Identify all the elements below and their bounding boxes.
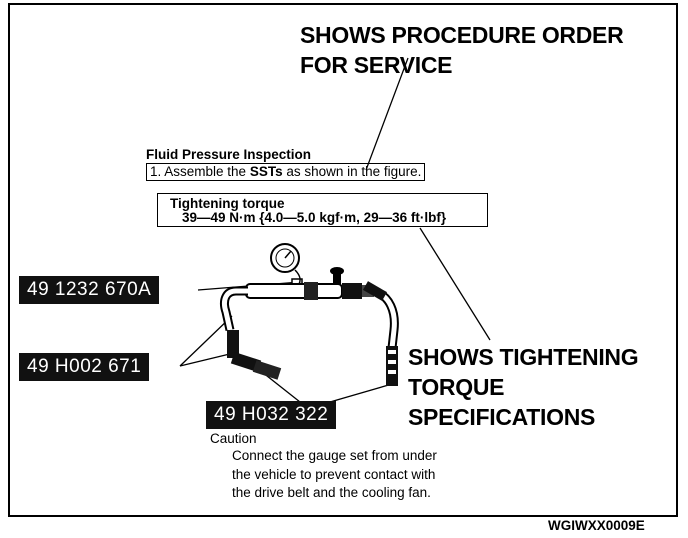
caution-title: Caution [210,431,257,446]
part-number-gauge-set: 49 1232 670A [19,276,160,304]
callout-torque-line3: SPECIFICATIONS [408,404,596,430]
caution-line-1: Connect the gauge set from under [232,448,437,463]
procedure-step-sst: SSTs [249,164,283,179]
torque-spec-box [157,193,488,227]
torque-value: 39—49 N·m {4.0—5.0 kgf·m, 29—36 ft·lbf} [182,210,447,225]
left-hose [219,286,282,380]
part-number-adapter: 49 H002 671 [19,353,150,381]
torque-title: Tightening torque [170,196,285,211]
procedure-step-suffix: as shown in the figure. [282,164,422,179]
figure-code: WGIWXX0009E [548,518,645,533]
leader-part2a [179,315,233,367]
leader-part3a [261,371,301,403]
procedure-step-prefix: 1. Assemble the [150,164,250,179]
right-hose [362,281,399,386]
caution-line-3: the drive belt and the cooling fan. [232,485,431,500]
callout-torque-line1: SHOWS TIGHTENING [408,344,639,370]
callout-torque-line2: TORQUE [408,374,505,400]
valve-knob [330,267,344,286]
procedure-title: Fluid Pressure Inspection [146,147,312,162]
leader-part3b [329,383,393,403]
callout-procedure-line2: FOR SERVICE [300,52,453,78]
leader-torque [419,227,491,341]
procedure-step: 1. Assemble the SSTs as shown in the fig… [146,163,426,181]
leader-procedure [365,57,409,171]
callout-procedure-line1: SHOWS PROCEDURE ORDER [300,22,624,48]
figure-frame [8,3,678,517]
caution-line-2: the vehicle to prevent contact with [232,467,436,482]
part-number-hose: 49 H032 322 [206,401,337,429]
gauge-manifold [245,282,374,300]
